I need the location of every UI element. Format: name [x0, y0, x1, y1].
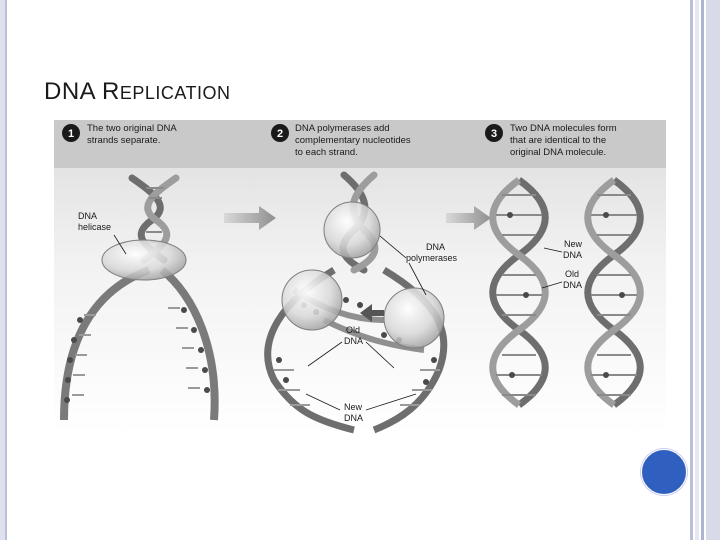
- old-dna-label-line-2: DNA: [344, 336, 363, 346]
- polymerases-label-line-1: DNA: [426, 242, 445, 252]
- slide-title-rest: EPLICATION: [120, 83, 231, 103]
- polymerases-label-line-2: polymerases: [406, 253, 458, 263]
- polymerase-right: [384, 288, 444, 348]
- new-dna-right-label-line-1: New: [564, 239, 583, 249]
- right-decorative-bars: [690, 0, 720, 540]
- step-1-text-line-2: strands separate.: [87, 135, 160, 146]
- old-dna-label-line-1: Old: [346, 325, 360, 335]
- old-dna-right-label-line-1: Old: [565, 269, 579, 279]
- step-3-text-line-3: original DNA molecule.: [510, 147, 606, 158]
- slide-accent-circle: [641, 449, 687, 495]
- step-2-text-line-2: complementary nucleotides: [295, 135, 411, 146]
- step-2-number: 2: [277, 128, 283, 140]
- step-1-text-line-1: The two original DNA: [87, 123, 177, 134]
- step-3-number: 3: [491, 128, 497, 140]
- polymerase-top: [324, 202, 380, 258]
- step-2-text-line-3: to each strand.: [295, 147, 358, 158]
- polymerase-left: [282, 270, 342, 330]
- step-3-text-line-2: that are identical to the: [510, 135, 606, 146]
- helicase-enzyme: [102, 240, 186, 280]
- step-2-text-line-1: DNA polymerases add: [295, 123, 390, 134]
- step-3-text-line-1: Two DNA molecules form: [510, 123, 617, 134]
- helicase-label-line-1: DNA: [78, 211, 97, 221]
- new-dna-label-line-2: DNA: [344, 413, 363, 423]
- old-dna-right-label-line-2: DNA: [563, 280, 582, 290]
- dna-replication-figure: 1 The two original DNA strands separate.…: [54, 120, 666, 435]
- new-dna-label-line-1: New: [344, 402, 363, 412]
- new-dna-right-label-line-2: DNA: [563, 250, 582, 260]
- slide-title-first: DNA R: [44, 78, 120, 105]
- left-decorative-bar: [0, 0, 7, 540]
- helicase-label-line-2: helicase: [78, 222, 111, 232]
- slide-title: DNA REPLICATION: [44, 78, 231, 106]
- step-1-number: 1: [68, 128, 74, 140]
